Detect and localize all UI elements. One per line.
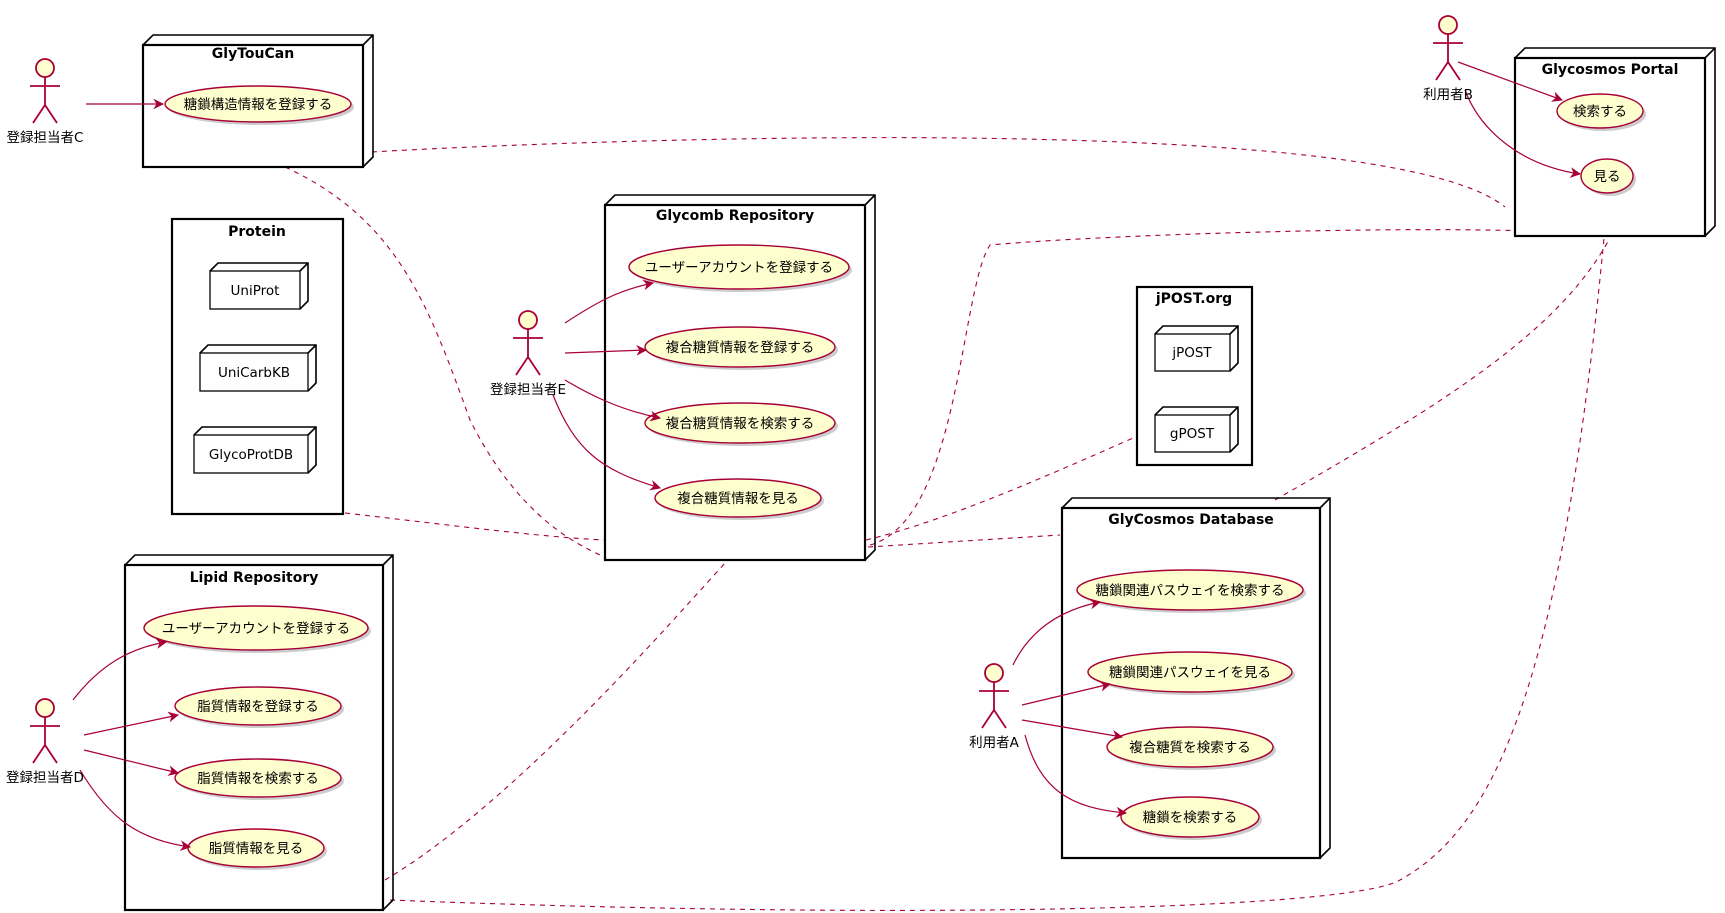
usecase-lipid-view: 脂質情報を見る: [187, 828, 327, 870]
actor-label: 登録担当者E: [490, 382, 566, 398]
actor-icon: [518, 310, 538, 330]
usecase-glycomb-register: 複合糖質情報を登録する: [644, 326, 838, 370]
usecase-label: 検索する: [1573, 104, 1627, 120]
usecase-glycomb-account: ユーザーアカウントを登録する: [628, 244, 852, 292]
usecase-label: 複合糖質情報を見る: [677, 490, 799, 507]
usecase-db-pathway-search: 糖鎖関連パスウェイを検索する: [1076, 569, 1306, 613]
inner-node-jpost: jPOST: [1154, 325, 1239, 372]
arrow-d-account: [72, 638, 168, 701]
node-title: jPOST.org: [1155, 291, 1232, 307]
arrow-a-pathway-search: [1012, 598, 1102, 666]
usecase-db-pathway-view: 糖鎖関連パスウェイを見る: [1087, 651, 1295, 695]
arrow-a-pathway-view: [1021, 681, 1112, 706]
arrow-d-register: [83, 711, 180, 736]
actor-c: 登録担当者C: [7, 58, 84, 146]
node-jpost-org: jPOST.org jPOST gPOST: [1135, 285, 1254, 467]
node-title: GlyTouCan: [212, 46, 294, 62]
usecase-glytoucan-register: 糖鎖構造情報を登録する: [164, 85, 354, 125]
node-glycosmos-portal: Glycosmos Portal: [1513, 47, 1716, 238]
inner-label: UniProt: [231, 283, 280, 299]
node-title: Glycomb Repository: [656, 208, 814, 224]
arrow-e-search: [564, 379, 662, 422]
arrow-b-view: [1464, 89, 1582, 178]
usecase-label: ユーザーアカウントを登録する: [645, 260, 833, 276]
inner-label: jPOST: [1171, 345, 1212, 361]
usecase-glycomb-view: 複合糖質情報を見る: [654, 478, 824, 520]
usecase-lipid-register: 脂質情報を登録する: [174, 686, 344, 728]
arrow-d-view: [79, 769, 192, 851]
link-lipid-portal: [389, 237, 1605, 911]
usecase-label: 脂質情報を見る: [209, 841, 304, 857]
actor-a: 利用者A: [969, 663, 1020, 751]
actor-label: 利用者B: [1423, 87, 1473, 103]
usecase-label: 糖鎖関連パスウェイを検索する: [1096, 583, 1285, 599]
usecase-label: 複合糖質情報を検索する: [666, 415, 815, 432]
usecase-label: 複合糖質を検索する: [1129, 739, 1251, 756]
link-glycomb-glycosmosdb: [867, 534, 1061, 548]
link-lipid-glycomb: [384, 559, 729, 881]
actor-label: 登録担当者C: [7, 130, 84, 146]
actor-icon: [35, 698, 55, 718]
arrow-a-glycan-search: [1024, 734, 1128, 818]
usecase-label: 見る: [1594, 169, 1621, 185]
usecase-label: 複合糖質情報を登録する: [666, 339, 815, 356]
usecase-label: 脂質情報を登録する: [197, 699, 319, 715]
link-glycosmosdb-portal: [1274, 237, 1611, 501]
inner-label: UniCarbKB: [218, 365, 290, 381]
arrow-e-account: [564, 279, 655, 324]
inner-node-glycoprotdb: GlycoProtDB: [193, 426, 317, 474]
actor-label: 利用者A: [969, 735, 1019, 751]
usecase-label: 糖鎖を検索する: [1143, 810, 1238, 826]
link-protein-glycomb: [344, 512, 606, 541]
usecase-label: 脂質情報を検索する: [197, 771, 319, 787]
arrow-d-search: [83, 749, 180, 776]
inner-label: GlycoProtDB: [209, 447, 293, 463]
usecases: 糖鎖構造情報を登録する ユーザーアカウントを登録する 複合糖質情報を登録する 複…: [143, 85, 1646, 870]
usecase-lipid-search: 脂質情報を検索する: [174, 758, 344, 800]
node-title: Lipid Repository: [190, 570, 319, 586]
node-title: GlyCosmos Database: [1108, 512, 1274, 528]
arrow-e-register: [564, 344, 648, 356]
inner-node-uniprot: UniProt: [209, 262, 309, 310]
actor-links: [72, 61, 1582, 851]
link-glytoucan-portal: [371, 137, 1506, 208]
usecase-glycomb-search: 複合糖質情報を検索する: [644, 402, 838, 446]
arrow-e-view: [552, 394, 662, 491]
actor-icon: [1438, 15, 1458, 35]
actor-e: 登録担当者E: [490, 310, 566, 398]
actor-d: 登録担当者D: [6, 698, 84, 786]
arrow-a-glycoconj-search: [1021, 719, 1124, 741]
node-title: Protein: [228, 224, 286, 240]
usecase-lipid-account: ユーザーアカウントを登録する: [143, 605, 371, 653]
inner-label: gPOST: [1170, 426, 1215, 442]
link-glycomb-portal: [869, 229, 1561, 546]
node-links: [284, 137, 1611, 911]
node-protein: Protein UniProt UniCarbKB GlycoProtDB: [170, 217, 345, 516]
inner-node-unicarbkb: UniCarbKB: [199, 344, 317, 392]
actor-icon: [35, 58, 55, 78]
usecase-label: ユーザーアカウントを登録する: [162, 621, 350, 637]
actor-icon: [984, 663, 1004, 683]
usecase-portal-search: 検索する: [1556, 93, 1646, 131]
usecase-db-glycoconj-search: 複合糖質を検索する: [1106, 726, 1276, 770]
actor-b: 利用者B: [1423, 15, 1473, 103]
usecase-label: 糖鎖構造情報を登録する: [184, 97, 333, 113]
actor-label: 登録担当者D: [6, 770, 84, 786]
arrow-b-search: [1457, 61, 1564, 102]
node-title: Glycosmos Portal: [1542, 62, 1679, 78]
usecase-label: 糖鎖関連パスウェイを見る: [1109, 665, 1271, 681]
inner-node-gpost: gPOST: [1154, 406, 1239, 453]
